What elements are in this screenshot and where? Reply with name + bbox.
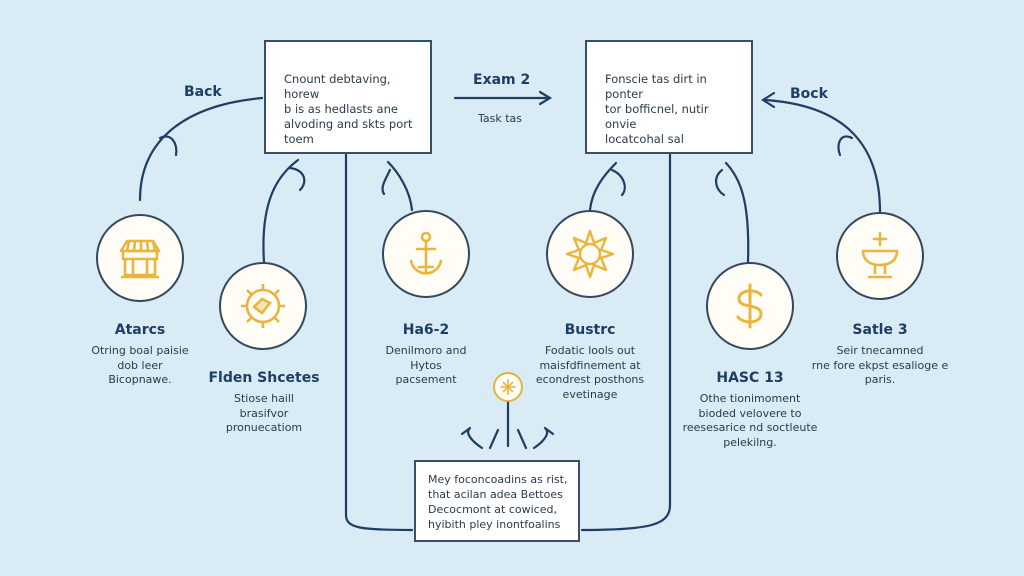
connector-satle-head xyxy=(760,91,776,109)
box-line: Cnount debtaving, horew xyxy=(284,72,391,101)
stem-small-right xyxy=(532,426,555,450)
sun-icon xyxy=(565,229,615,279)
node-desc: maisfdfinement at xyxy=(539,358,641,372)
back-label-left[interactable]: Back xyxy=(184,84,222,100)
box-line: alvoding and skts port xyxy=(284,117,413,131)
back-label-right[interactable]: Bock xyxy=(790,86,828,102)
left-text-box: Cnount debtaving, horew b is as hedlasts… xyxy=(264,40,432,154)
node-flden[interactable] xyxy=(219,262,307,350)
connector-atarcs-tail xyxy=(158,135,178,157)
caption-atarcs: Atarcs Otring boal paisie dob leer Bicop… xyxy=(60,322,220,388)
connector-ha6 xyxy=(386,160,414,212)
connector-right-down xyxy=(580,152,672,532)
box-line: Fonscie tas dirt in ponter xyxy=(605,72,707,101)
compass-icon xyxy=(499,378,517,396)
stem-small-left xyxy=(460,426,484,450)
node-desc: evetinage xyxy=(562,387,618,401)
node-desc: bioded velovere to xyxy=(698,406,802,420)
node-desc: Othe tionimoment xyxy=(699,392,801,405)
connector-atarcs xyxy=(138,96,264,202)
node-desc: Stiose haill xyxy=(234,392,294,405)
connector-satle xyxy=(763,98,882,214)
connector-satle-tail xyxy=(837,135,854,157)
node-desc: Denilmoro and xyxy=(385,344,467,357)
node-desc: Otring boal paisie xyxy=(91,344,189,357)
connector-hasc-tail xyxy=(715,168,726,197)
box-line: tor bofficnel, nutir onvie xyxy=(605,102,709,131)
caption-ha6: Ha6-2 Denilmoro and Hytos pacsement xyxy=(346,322,506,388)
caption-satle: Satle 3 Seir tnecamned rne fore ekpst es… xyxy=(800,322,960,388)
middle-arrow-head xyxy=(538,90,553,106)
node-satle[interactable] xyxy=(836,212,924,300)
chalice-icon xyxy=(861,231,899,279)
box-line: Decocmont at cowiced, xyxy=(428,503,557,516)
box-line: b is as hedlasts ane xyxy=(284,102,398,116)
stem-small-left2 xyxy=(488,428,500,450)
node-title: Flden Shcetes xyxy=(208,370,320,386)
caption-hasc: HASC 13 Othe tionimoment bioded velovere… xyxy=(670,370,830,450)
node-title: Ha6-2 xyxy=(402,322,450,338)
box-line: hyibith pley inontfoalins xyxy=(428,518,561,531)
caption-bustrc: Bustrc Fodatic lools out maisfdfinement … xyxy=(510,322,670,402)
connector-bustrc-tail xyxy=(610,168,626,197)
node-ha6[interactable] xyxy=(382,210,470,298)
dollar-icon xyxy=(736,283,763,329)
box-line: Mey foconcoadins as rist, xyxy=(428,473,568,486)
node-desc: brasifvor xyxy=(239,406,289,420)
node-title: Atarcs xyxy=(114,322,166,338)
node-atarcs[interactable] xyxy=(96,214,184,302)
small-node[interactable] xyxy=(493,372,523,402)
node-desc: econdrest posthons xyxy=(535,373,645,386)
anchor-icon xyxy=(409,231,443,275)
box-line: toem xyxy=(284,132,314,146)
connector-hasc xyxy=(724,161,750,264)
connector-left-down xyxy=(344,152,414,532)
node-title: Satle 3 xyxy=(852,322,908,338)
node-title: HASC 13 xyxy=(716,370,784,386)
node-desc: Hytos xyxy=(410,358,442,372)
middle-title: Exam 2 xyxy=(473,72,531,88)
box-line: that acilan adea Bettoes xyxy=(428,488,563,501)
node-desc: rne fore ekpst esalioge e xyxy=(811,358,949,372)
connector-flden xyxy=(262,158,300,264)
node-hasc[interactable] xyxy=(706,262,794,350)
node-desc: paris. xyxy=(864,373,896,386)
box-line: locatcohal sal xyxy=(605,132,684,146)
node-desc: Seir tnecamned xyxy=(836,344,924,357)
node-desc: dob leer xyxy=(117,358,163,372)
node-title: Bustrc xyxy=(564,322,616,338)
right-text-box: Fonscie tas dirt in ponter tor bofficnel… xyxy=(585,40,753,154)
market-icon xyxy=(119,239,161,279)
node-desc: pelekilng. xyxy=(723,435,777,449)
bottom-text-box: Mey foconcoadins as rist, that acilan ad… xyxy=(414,460,580,542)
connector-ha6-tail xyxy=(381,168,392,196)
connector-flden-tail xyxy=(288,166,306,192)
node-desc: Fodatic lools out xyxy=(544,344,636,357)
node-desc: pronuecatiom xyxy=(225,421,303,434)
caption-flden: Flden Shcetes Stiose haill brasifvor pro… xyxy=(184,370,344,436)
gear-icon xyxy=(241,284,285,328)
middle-subtitle: Task tas xyxy=(478,112,523,125)
node-desc: reesesarice nd soctleute xyxy=(682,421,818,434)
connector-bustrc xyxy=(588,161,618,212)
stem-small-right2 xyxy=(516,428,528,450)
node-desc: pacsement xyxy=(395,373,457,386)
node-bustrc[interactable] xyxy=(546,210,634,298)
node-desc: Bicopnawe. xyxy=(108,373,172,386)
